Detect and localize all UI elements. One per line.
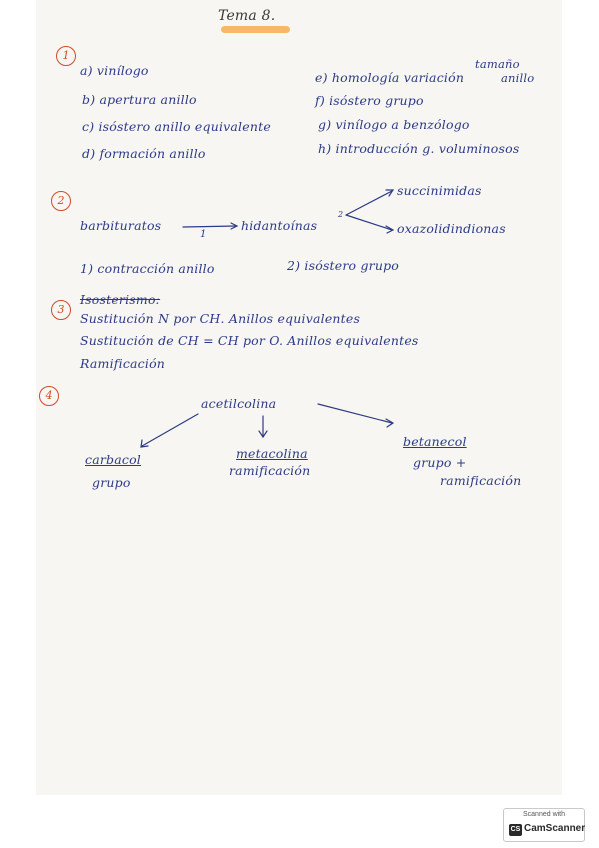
tree-root: acetilcolina [201, 396, 277, 411]
note-2-1: 1) contracción anillo [80, 261, 215, 276]
section-number-1: 1 [56, 46, 76, 66]
item-1e-size: tamaño [475, 57, 520, 71]
arrow-tree-right-head [385, 418, 395, 428]
arrow-branch-top [345, 190, 393, 216]
arrow-branch-top-head [385, 189, 395, 197]
arrow-step-1 [182, 225, 237, 228]
item-1d: d) formación anillo [82, 146, 206, 161]
reaction-start: barbituratos [80, 218, 162, 233]
section-number-4: 4 [39, 386, 59, 406]
isosterism-line-3: Ramificación [80, 356, 166, 371]
reaction-step-2: 2 [338, 210, 344, 219]
item-1f: f) isóstero grupo [315, 93, 424, 108]
page-title: Tema 8. [218, 8, 276, 24]
branch-left-note: grupo [92, 475, 131, 490]
item-1a: a) vinílogo [80, 63, 149, 78]
isosterism-line-1: Sustitución N por CH. Anillos equivalent… [80, 311, 361, 326]
isosterism-line-2: Sustitución de CH = CH por O. Anillos eq… [80, 333, 419, 348]
title-highlight [221, 26, 290, 33]
item-1g: g) vinílogo a benzólogo [318, 117, 470, 132]
arrow-tree-left-head [140, 439, 149, 448]
item-1c: c) isóstero anillo equivalente [82, 119, 271, 134]
branch-middle-note: ramificación [229, 463, 311, 478]
stamp-brand: CamScanner [524, 823, 586, 834]
arrow-tree-middle-head [258, 430, 268, 439]
branch-left-title: carbacol [85, 452, 142, 467]
arrow-tree-left [141, 413, 199, 447]
item-1b: b) apertura anillo [82, 92, 197, 107]
isosterism-heading: Isosterismo: [80, 292, 161, 307]
camscanner-logo-icon: CS [509, 824, 522, 836]
branch-middle-title: metacolina [236, 446, 308, 461]
item-1e: e) homología variación [315, 70, 465, 85]
arrow-branch-bottom-head [385, 225, 395, 234]
arrow-tree-right [317, 403, 393, 424]
section-number-2: 2 [51, 191, 71, 211]
branch-right-note-1: grupo + [413, 455, 467, 470]
camscanner-stamp: Scanned with CS CamScanner [503, 808, 585, 842]
reaction-bottom: oxazolidindionas [397, 221, 506, 236]
arrow-branch-bottom [345, 214, 393, 231]
arrow-step-1-head [230, 222, 239, 230]
branch-right-note-2: ramificación [440, 473, 522, 488]
reaction-step-1: 1 [200, 229, 207, 240]
section-number-3: 3 [51, 300, 71, 320]
branch-right-title: betanecol [403, 434, 467, 449]
item-1h: h) introducción g. voluminosos [318, 141, 520, 156]
reaction-top: succinimidas [397, 183, 482, 198]
stamp-caption: Scanned with [522, 811, 566, 818]
note-2-2: 2) isóstero grupo [287, 258, 400, 273]
paper-sheet [36, 0, 562, 795]
reaction-middle: hidantoínas [241, 218, 318, 233]
item-1e-ring: anillo [501, 71, 535, 85]
